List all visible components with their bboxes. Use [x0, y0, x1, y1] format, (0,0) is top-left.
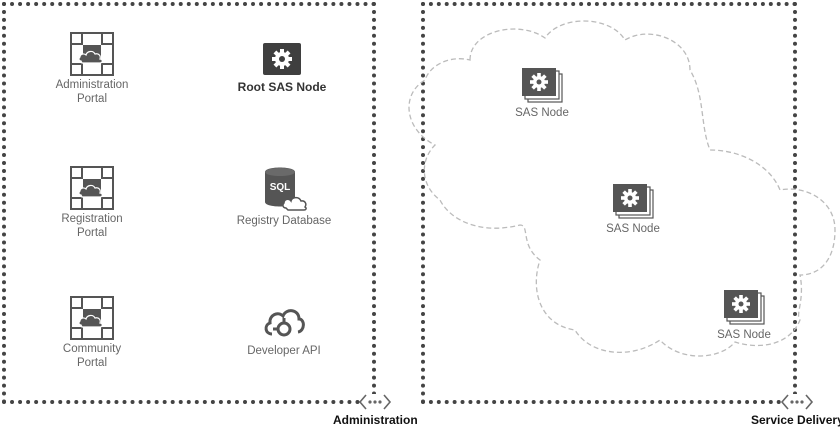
sas-node-3: SAS Node [702, 288, 786, 342]
bidirectional-arrow-icon [358, 394, 392, 410]
service-delivery-zone-label: Service Delivery [751, 413, 840, 427]
registration-portal-node: Registration Portal [40, 166, 144, 240]
sas-node-2: SAS Node [591, 182, 675, 236]
sas-node-1: SAS Node [500, 66, 584, 120]
registration-portal-label-1: Registration [61, 213, 123, 225]
service-delivery-zone [421, 2, 797, 404]
sas-node-1-label: SAS Node [515, 107, 569, 119]
developer-api-label: Developer API [247, 345, 321, 357]
administration-portal-label-2: Portal [76, 93, 108, 105]
community-portal-node: Community Portal [40, 296, 144, 370]
administration-portal-label-1: Administration [55, 79, 129, 91]
registration-portal-label-2: Portal [76, 227, 108, 239]
root-sas-node-label: Root SAS Node [237, 80, 327, 94]
stacked-gear-icon [613, 184, 654, 219]
developer-api-node: Developer API [228, 302, 340, 358]
sql-database-icon: SQL [265, 167, 307, 211]
registry-database-label: Registry Database [236, 215, 332, 227]
portal-icon [70, 296, 114, 340]
stacked-gear-icon [522, 68, 563, 103]
bidirectional-arrow-icon [780, 394, 814, 410]
registry-database-node: SQL Registry Database [228, 166, 340, 228]
administration-zone-label: Administration [333, 413, 418, 427]
cloud-api-icon [264, 309, 305, 337]
sas-node-2-label: SAS Node [606, 223, 660, 235]
administration-portal-node: Administration Portal [40, 32, 144, 106]
community-portal-label-2: Portal [76, 357, 108, 369]
administration-zone [2, 2, 376, 404]
root-sas-node: Root SAS Node [222, 42, 342, 94]
community-portal-label-1: Community [62, 343, 122, 355]
stacked-gear-icon [724, 290, 765, 325]
sas-node-3-label: SAS Node [717, 329, 771, 341]
portal-icon [70, 32, 114, 76]
gear-icon [263, 43, 301, 75]
portal-icon [70, 166, 114, 210]
sql-text: SQL [270, 182, 291, 193]
